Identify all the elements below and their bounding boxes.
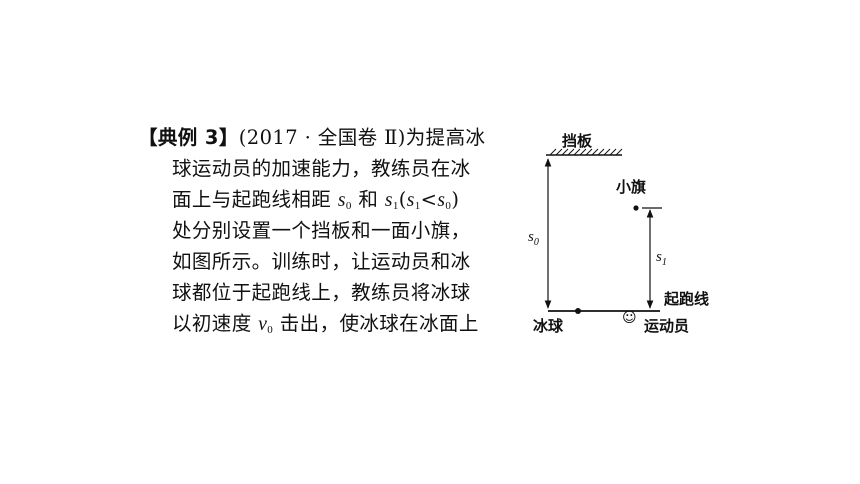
line-3-part-a: 面上与起跑线相距 (172, 188, 338, 211)
problem-line-4: 处分别设置一个挡板和一面小旗， (172, 219, 471, 242)
puck-icon (575, 308, 581, 314)
flag-label: 小旗 (616, 178, 646, 196)
var-s0: s0 (337, 190, 352, 212)
line-3-part-b: 和 (351, 188, 385, 211)
problem-line-6: 球都位于起跑线上，教练员将冰球 (172, 281, 471, 304)
problem-line-5: 如图所示。训练时，让运动员和冰 (172, 250, 471, 273)
problem-line-1-text: 为提高冰 (405, 126, 486, 149)
start-line-label: 起跑线 (663, 290, 709, 308)
s1-label: s1 (656, 249, 667, 268)
var-v0: v0 (258, 314, 274, 336)
baffle (546, 148, 623, 156)
s0-label: s0 (528, 229, 539, 248)
flag-icon (633, 205, 639, 211)
baffle-label: 挡板 (562, 132, 593, 150)
problem-line-1: 【典例 3】(2017 · 全国卷 Ⅱ)为提高冰 (138, 122, 533, 153)
athlete-label: 运动员 (644, 317, 689, 335)
less-than-sign: < (420, 188, 438, 211)
line-7-part-b: 击出，使冰球在冰面上 (273, 312, 479, 335)
example-tag: 【典例 3】 (138, 126, 239, 149)
athlete-icon: ☺ (622, 310, 637, 326)
problem-line-7: 以初速度 v0 击出，使冰球在冰面上 (138, 308, 533, 339)
line-7-part-a: 以初速度 (172, 312, 259, 335)
problem-line-3: 面上与起跑线相距 s0 和 s1(s1<s0) (138, 184, 533, 215)
var-s1: s1 (384, 190, 399, 212)
problem-line-2: 球运动员的加速能力，教练员在冰 (172, 157, 471, 180)
var-s0-cond: s0 (437, 190, 452, 212)
problem-text: 【典例 3】(2017 · 全国卷 Ⅱ)为提高冰 球运动员的加速能力，教练员在冰… (138, 122, 533, 339)
problem-source: (2017 · 全国卷 Ⅱ) (238, 126, 406, 149)
var-s1-cond: s1 (406, 190, 421, 212)
line-3-part-d: ) (451, 188, 460, 211)
line-3-part-c: ( (398, 188, 407, 211)
puck-label: 冰球 (533, 317, 564, 335)
